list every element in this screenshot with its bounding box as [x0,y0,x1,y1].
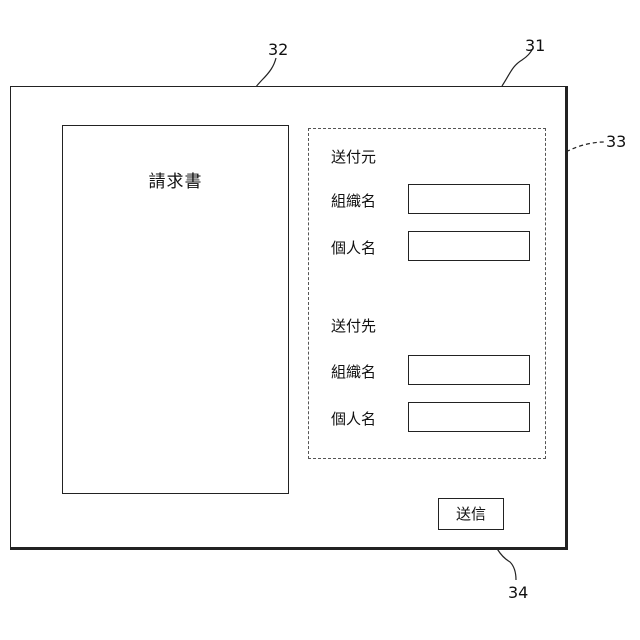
reference-numeral-33: 33 [606,134,626,150]
app-window: 請求書 送付元 組織名 個人名 送付先 組織名 個人名 送信 [10,86,568,550]
reference-numeral-31: 31 [525,38,545,54]
recipient-organization-input[interactable] [408,355,530,385]
sender-organization-input[interactable] [408,184,530,214]
address-form-panel: 送付元 組織名 個人名 送付先 組織名 個人名 [308,128,546,459]
recipient-person-input[interactable] [408,402,530,432]
sender-heading: 送付元 [331,148,376,166]
reference-numeral-34: 34 [508,585,528,601]
reference-numeral-32: 32 [268,42,288,58]
sender-person-label: 個人名 [331,239,376,257]
send-button[interactable]: 送信 [438,498,504,530]
sender-person-input[interactable] [408,231,530,261]
invoice-document-preview[interactable]: 請求書 [62,125,289,494]
document-title: 請求書 [63,172,288,192]
recipient-person-label: 個人名 [331,410,376,428]
recipient-organization-label: 組織名 [331,363,376,381]
sender-organization-label: 組織名 [331,192,376,210]
recipient-heading: 送付先 [331,317,376,335]
leader-line-31 [502,50,532,86]
